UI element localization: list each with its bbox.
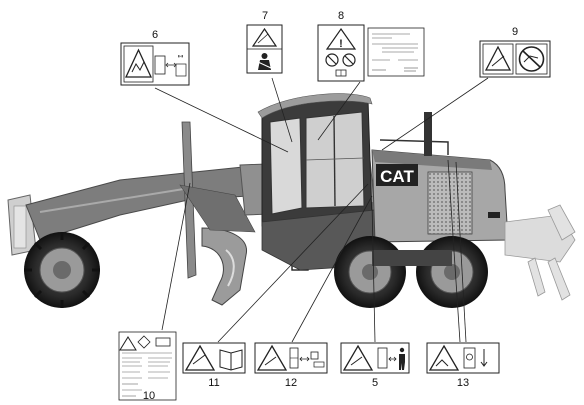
cab-window-front	[269, 117, 303, 215]
grader-body: CAT	[7, 93, 576, 308]
decal-5	[340, 342, 410, 374]
seatbelt-icon	[257, 53, 272, 70]
warning-triangle-icon	[484, 45, 512, 71]
exhaust-stack	[424, 112, 432, 156]
moldboard-blade	[201, 227, 247, 306]
callout-8: 8	[337, 10, 345, 22]
tandem-housing	[372, 250, 452, 266]
warning-triangle-icon	[428, 344, 460, 371]
decal-13	[426, 342, 500, 374]
cab-roof	[257, 93, 373, 119]
decal-6: ▮+▮	[120, 42, 190, 86]
callout-6: 6	[151, 29, 159, 41]
front-lift-arm	[181, 121, 197, 279]
cat-logo: CAT	[380, 167, 414, 186]
decal-8: !	[317, 24, 425, 82]
decal-11	[182, 342, 246, 374]
decal-12	[254, 342, 328, 374]
rear-ripper	[504, 204, 576, 301]
leader-lines	[154, 77, 489, 343]
callout-10: 10	[142, 390, 156, 402]
front-wheel	[24, 232, 100, 308]
warning-triangle-icon	[256, 344, 288, 371]
tandem-wheel-front	[334, 236, 406, 308]
callout-5: 5	[371, 377, 379, 389]
warning-triangle-icon	[119, 336, 137, 351]
decal-10	[118, 331, 177, 401]
callout-12: 12	[284, 377, 298, 389]
warning-triangle-icon	[325, 27, 357, 50]
callout-9: 9	[511, 26, 519, 38]
prohibition-icon	[325, 53, 356, 67]
cat-logo-plate	[376, 164, 418, 186]
svg-text:▮+▮: ▮+▮	[178, 54, 183, 58]
tandem-wheel-rear	[416, 236, 488, 308]
front-bumper	[13, 205, 27, 249]
callout-13: 13	[456, 377, 470, 389]
callout-7: 7	[261, 10, 269, 22]
decal-7	[246, 24, 283, 74]
operator-manual-icon	[219, 349, 243, 371]
warning-triangle-icon	[124, 48, 153, 78]
decal-9	[479, 40, 551, 78]
warning-triangle-icon	[342, 344, 374, 371]
svg-text:!: !	[339, 38, 343, 50]
callout-11: 11	[208, 377, 220, 389]
engine-grille	[427, 171, 473, 235]
